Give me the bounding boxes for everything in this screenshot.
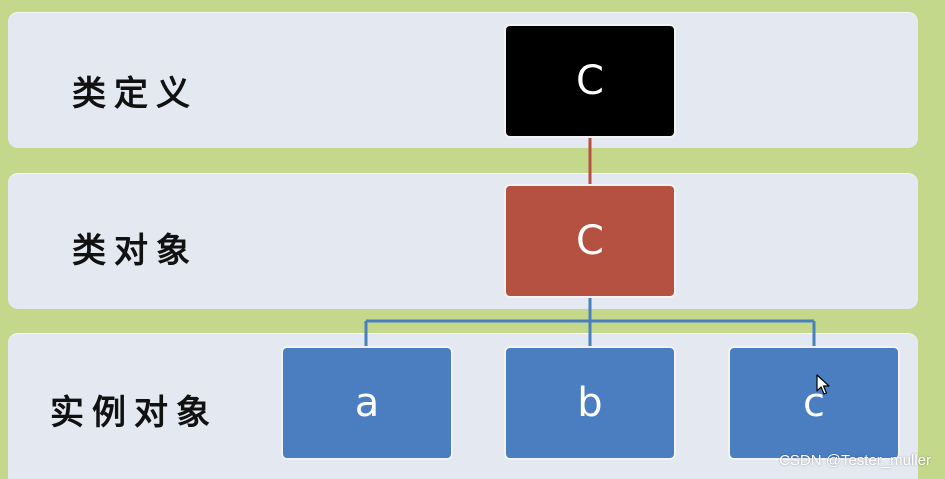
node-class-definition: C [504, 24, 676, 138]
row-class-definition [8, 12, 918, 148]
node-instance-b: b [504, 346, 676, 460]
node-class-object-text: C [576, 218, 604, 264]
row-class-object [8, 173, 918, 309]
node-class-definition-text: C [576, 58, 604, 104]
mouse-pointer-icon [816, 374, 830, 395]
row-label-class-definition: 类定义 [72, 74, 198, 114]
node-instance-c-text: c [803, 380, 825, 426]
node-instance-c: c [728, 346, 900, 460]
row-label-instance-objects: 实例对象 [50, 393, 218, 433]
node-instance-b-text: b [577, 380, 603, 426]
row-label-class-object: 类对象 [72, 231, 198, 271]
node-class-object: C [504, 184, 676, 298]
node-instance-a-text: a [354, 380, 380, 426]
watermark: CSDN @Tester_muller [779, 452, 931, 469]
node-instance-a: a [281, 346, 453, 460]
